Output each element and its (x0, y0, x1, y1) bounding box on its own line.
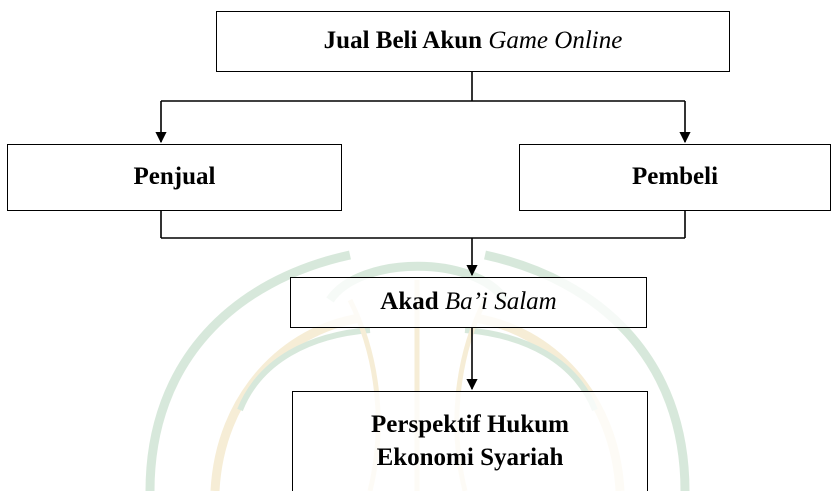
node-akad: Akad Ba’i Salam (290, 277, 647, 328)
node-perspektif-hukum-line1: Perspektif Hukum (371, 411, 569, 438)
node-akad-text: Akad Ba’i Salam (380, 286, 556, 319)
node-pembeli: Pembeli (519, 144, 831, 211)
node-pembeli-label: Pembeli (631, 163, 719, 191)
node-penjual: Penjual (7, 144, 342, 211)
node-akad-emphasis: Ba’i Salam (444, 288, 557, 316)
node-jual-beli-akun-text: Jual Beli Akun Game Online (324, 25, 623, 58)
node-perspektif-hukum-text: Perspektif Hukum Ekonomi Syariah (371, 409, 569, 474)
node-akad-prefix: Akad (380, 288, 445, 316)
node-perspektif-hukum-line2: Ekonomi Syariah (376, 443, 564, 471)
node-penjual-label: Penjual (133, 163, 216, 191)
node-jual-beli-akun: Jual Beli Akun Game Online (216, 11, 730, 72)
node-jual-beli-akun-emphasis: Game Online (488, 27, 623, 55)
node-perspektif-hukum: Perspektif Hukum Ekonomi Syariah (292, 391, 648, 491)
node-jual-beli-akun-prefix: Jual Beli Akun (323, 27, 489, 55)
